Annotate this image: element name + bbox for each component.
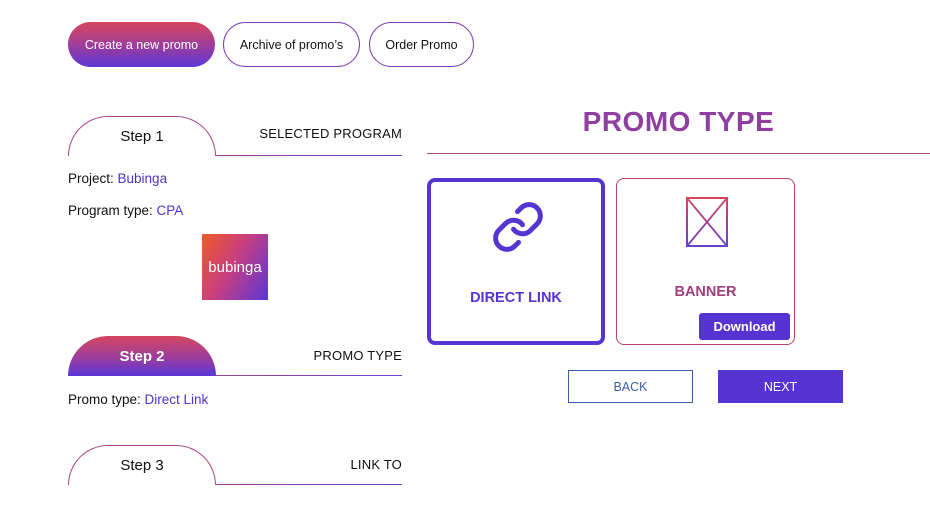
create-new-promo-button[interactable]: Create a new promo <box>68 22 215 67</box>
archive-promo-button[interactable]: Archive of promo’s <box>223 22 360 67</box>
banner-card[interactable]: BANNER Download <box>616 178 795 345</box>
project-value: Bubinga <box>117 171 168 186</box>
order-promo-button[interactable]: Order Promo <box>369 22 474 67</box>
step-1-tab[interactable]: Step 1 <box>68 116 216 156</box>
project-info: Project: Bubinga <box>68 171 167 186</box>
program-type-info: Program type: CPA <box>68 203 183 218</box>
step-3-header: Step 3 LINK TO <box>68 445 402 485</box>
link-icon <box>491 200 545 259</box>
step-2-header: Step 2 PROMO TYPE <box>68 336 402 376</box>
image-placeholder-icon <box>685 196 729 253</box>
step-divider <box>68 155 402 156</box>
banner-label: BANNER <box>674 284 737 300</box>
direct-link-label: DIRECT LINK <box>470 290 562 306</box>
logo-text: bubinga <box>208 258 262 276</box>
step-3-tab[interactable]: Step 3 <box>68 445 216 485</box>
promo-type-info: Promo type: Direct Link <box>68 392 208 407</box>
step-3-heading: LINK TO <box>350 457 402 472</box>
program-type-label: Program type: <box>68 203 157 218</box>
promo-type-label: Promo type: <box>68 392 145 407</box>
step-1-header: Step 1 SELECTED PROGRAM <box>68 116 402 156</box>
step-2-tab[interactable]: Step 2 <box>68 336 216 376</box>
promo-type-title: PROMO TYPE <box>582 106 775 137</box>
step-divider <box>68 375 402 376</box>
promo-title-divider <box>427 153 930 154</box>
step-2-heading: PROMO TYPE <box>313 348 402 363</box>
project-label: Project: <box>68 171 118 186</box>
download-button[interactable]: Download <box>699 313 790 340</box>
step-divider <box>68 484 402 485</box>
program-type-value: CPA <box>156 203 184 218</box>
direct-link-card[interactable]: DIRECT LINK <box>427 178 605 345</box>
step-1-heading: SELECTED PROGRAM <box>259 126 402 141</box>
next-button[interactable]: NEXT <box>718 370 843 403</box>
promo-type-value: Direct Link <box>144 392 209 407</box>
back-button[interactable]: BACK <box>568 370 693 403</box>
bubinga-logo: bubinga <box>202 234 268 300</box>
